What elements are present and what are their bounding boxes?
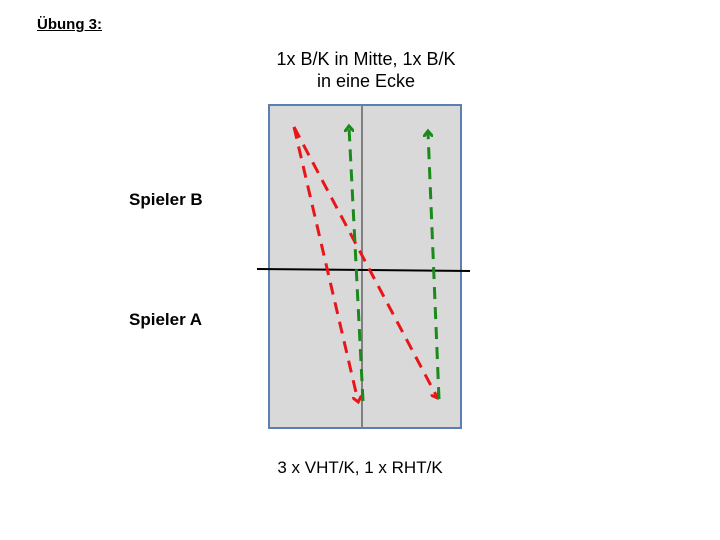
player-b-label: Spieler B — [129, 190, 203, 209]
exercise-title: Übung 3: — [37, 16, 102, 33]
player-a-label: Spieler A — [129, 310, 203, 329]
red-arrow-middle — [292, 126, 358, 401]
red-arrow-corner — [292, 126, 437, 397]
top-caption-line-1: 1x B/K in Mitte, 1x B/K — [276, 49, 456, 69]
top-caption-line-2: in eine Ecke — [316, 71, 416, 91]
green-arrow-corner — [428, 132, 441, 400]
top-caption: 1x B/K in Mitte, 1x B/K in eine Ecke — [246, 48, 486, 92]
green-arrow-middle — [349, 127, 365, 402]
bottom-caption: 3 x VHT/K, 1 x RHT/K — [277, 458, 443, 477]
table-surface — [268, 104, 462, 429]
